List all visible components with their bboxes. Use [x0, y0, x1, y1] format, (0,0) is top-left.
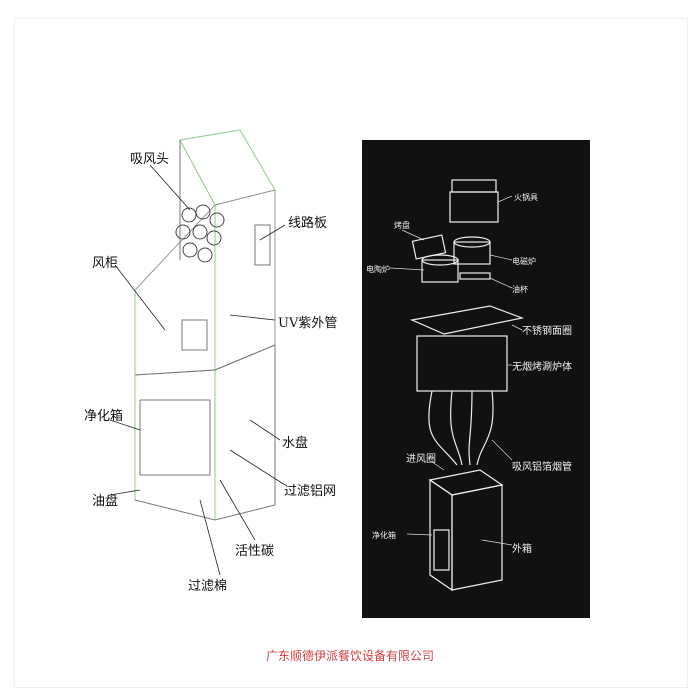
- label-steel-ring: 不锈钢面圈: [522, 326, 572, 337]
- image-frame: [14, 18, 688, 688]
- exploded-view-panel: 火锅具 烤盘 电磁炉 电陶炉 油杯 不锈钢面圈 无烟烤涮炉体 进风圈 吸风铝箔烟…: [362, 140, 590, 618]
- label-circuit-board: 线路板: [288, 216, 328, 231]
- label-oil-cup: 油杯: [512, 285, 528, 294]
- label-induction-cooker: 电磁炉: [512, 257, 536, 266]
- label-purifier-box: 净化箱: [372, 531, 396, 540]
- label-oil-tray: 油盘: [92, 494, 119, 509]
- label-grill-plate: 烤盘: [394, 221, 410, 230]
- label-fan-cabinet: 风柜: [92, 256, 119, 271]
- label-suction-head: 吸风头: [130, 152, 170, 167]
- company-caption: 广东顺德伊派餐饮设备有限公司: [265, 649, 434, 663]
- label-outer-case: 外箱: [512, 544, 532, 555]
- label-foil-duct: 吸风铝箔烟管: [512, 462, 572, 473]
- label-purifier-box: 净化箱: [84, 409, 124, 424]
- label-filter-cotton: 过滤棉: [188, 579, 228, 594]
- exploded-view-drawing: [389, 179, 525, 592]
- label-aluminum-filter: 过滤铝网: [284, 484, 337, 499]
- label-smokeless-body: 无烟烤涮炉体: [512, 362, 572, 373]
- label-air-inlet-ring: 进风圈: [406, 454, 436, 465]
- label-ceramic-cooker: 电陶炉: [366, 265, 390, 274]
- label-activated-carbon: 活性碳: [235, 544, 275, 559]
- label-water-tray: 水盘: [282, 436, 309, 451]
- label-uv-tube: UV紫外管: [278, 316, 338, 331]
- label-hotpot: 火锅具: [514, 193, 538, 202]
